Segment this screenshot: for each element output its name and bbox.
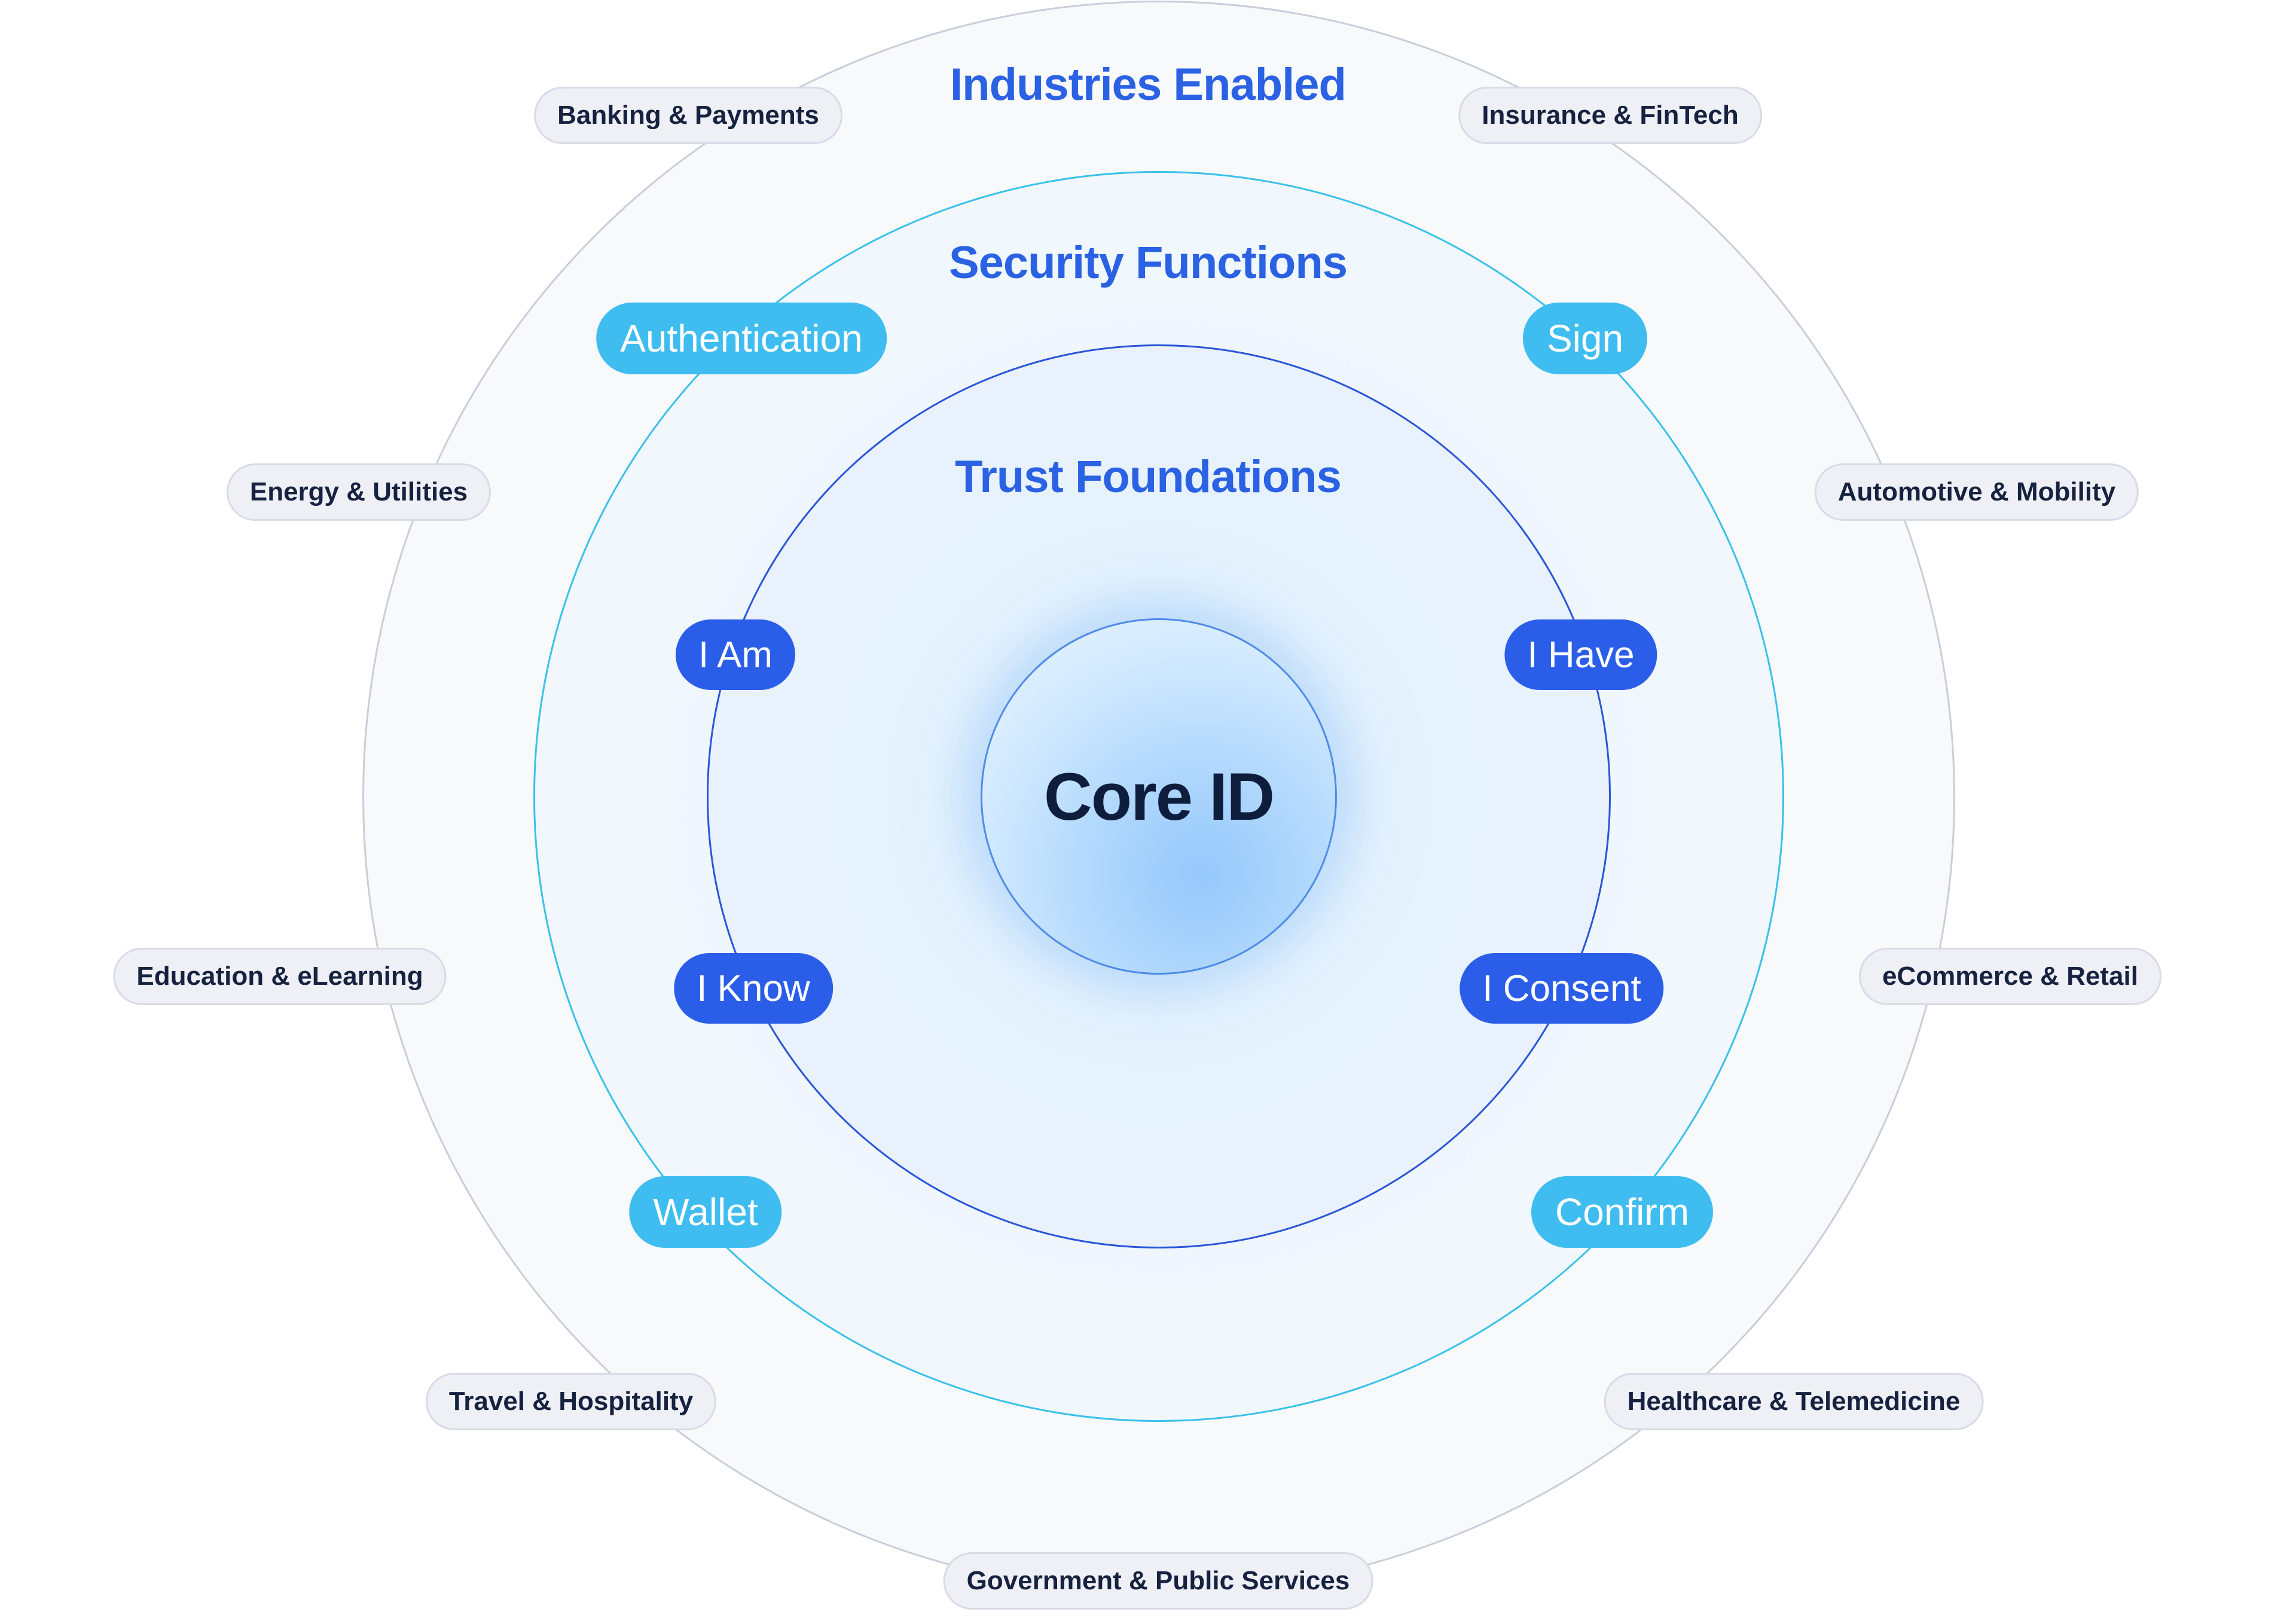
industry-pill-travel-hospitality: Travel & Hospitality <box>425 1373 717 1430</box>
function-pill-sign: Sign <box>1522 303 1648 374</box>
core-label: Core ID <box>1043 759 1275 834</box>
trust-foundations-title: Trust Foundations <box>955 451 1342 502</box>
trust-pill-i-consent: I Consent <box>1460 953 1664 1024</box>
trust-pill-i-am: I Am <box>675 619 796 690</box>
industry-pill-energy-utilities: Energy & Utilities <box>226 463 491 521</box>
trust-pill-i-know: I Know <box>674 953 833 1024</box>
function-pill-authentication: Authentication <box>596 303 887 374</box>
industry-pill-education-elearning: Education & eLearning <box>113 948 447 1005</box>
function-pill-wallet: Wallet <box>629 1176 782 1248</box>
core-circle: Core ID <box>981 618 1337 975</box>
industry-pill-insurance-fintech: Insurance & FinTech <box>1458 87 1762 144</box>
industry-pill-ecommerce-retail: eCommerce & Retail <box>1859 948 2161 1005</box>
industries-enabled-title: Industries Enabled <box>950 59 1347 110</box>
security-functions-title: Security Functions <box>948 237 1348 288</box>
industry-pill-government-public-services: Government & Public Services <box>943 1552 1373 1610</box>
industry-pill-banking-payments: Banking & Payments <box>534 87 842 144</box>
function-pill-confirm: Confirm <box>1531 1176 1714 1248</box>
industry-pill-healthcare-telemedicine: Healthcare & Telemedicine <box>1604 1373 1984 1430</box>
industry-pill-automotive-mobility: Automotive & Mobility <box>1814 463 2139 521</box>
trust-pill-i-have: I Have <box>1504 619 1657 690</box>
